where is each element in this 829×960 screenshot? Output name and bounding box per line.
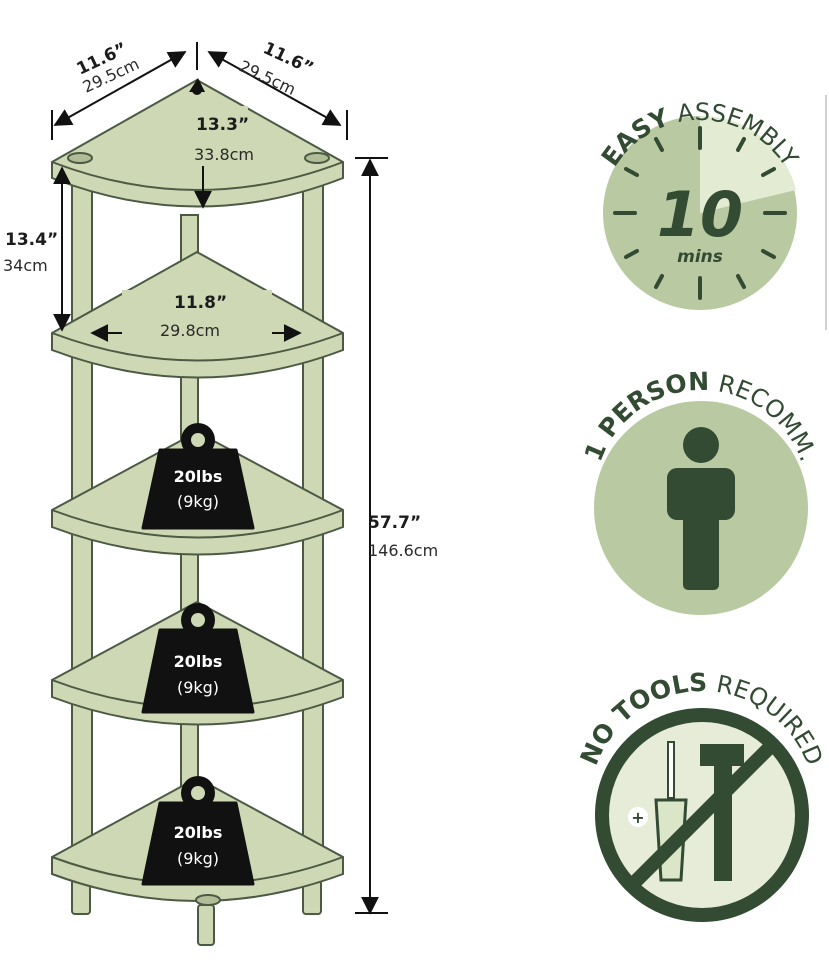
weight-badge-2-kg: (9kg) <box>177 678 219 697</box>
shelf-width-cm: 29.8cm <box>160 321 220 340</box>
weight-badge-3: 20lbs (9kg) <box>141 776 255 886</box>
elapsed-segment <box>700 115 796 213</box>
weight-badge-2-lbs: 20lbs <box>174 652 223 671</box>
width-label-bg <box>122 290 272 340</box>
diagonal-inches: 13.3” <box>196 115 249 135</box>
weight-badge-1-lbs: 20lbs <box>174 467 223 486</box>
weight-badge-3-lbs: 20lbs <box>174 823 223 842</box>
left-post-2 <box>71 351 93 513</box>
person-icon <box>667 427 735 590</box>
shelf-width-inches: 11.8” <box>174 293 227 313</box>
left-post-4 <box>71 699 93 859</box>
shelf-gap-inches: 13.4” <box>5 230 58 250</box>
plus-symbol-icon: + <box>631 808 644 827</box>
prohibition-slash <box>627 740 777 890</box>
right-post-2 <box>302 351 324 513</box>
weight-badge-2: 20lbs (9kg) <box>141 603 255 714</box>
back-foot <box>197 904 215 946</box>
plus-symbol-bg <box>628 807 648 827</box>
weight-badge-1: 20lbs (9kg) <box>141 423 255 530</box>
assembly-unit: mins <box>677 247 723 267</box>
weight-badge-3-kg: (9kg) <box>177 849 219 868</box>
height-inches: 57.7” <box>368 513 421 533</box>
clock-ticks <box>613 126 787 300</box>
diagonal-cm: 33.8cm <box>194 145 254 164</box>
weight-badge-1-kg: (9kg) <box>177 492 219 511</box>
assembly-minutes: 10 <box>657 178 743 251</box>
right-post-4 <box>302 699 324 859</box>
wall-anchor-icon <box>189 78 205 95</box>
diagonal-label-bg <box>160 106 248 166</box>
prohibition-ring <box>595 708 809 922</box>
shelf-gap-cm: 34cm <box>3 256 48 275</box>
height-cm: 146.6cm <box>368 541 438 560</box>
